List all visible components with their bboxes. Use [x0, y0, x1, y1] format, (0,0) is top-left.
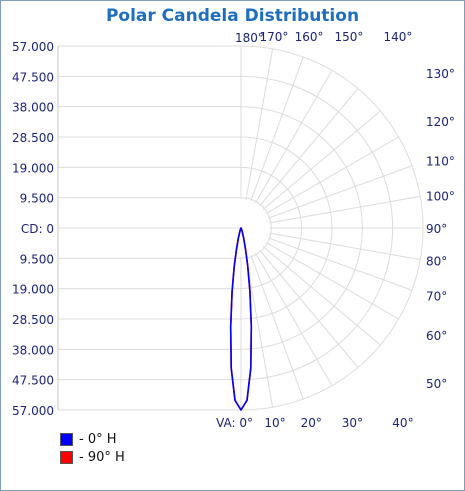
grid-spoke	[250, 254, 304, 400]
cd-tick-label: 47.500	[12, 374, 54, 388]
grid-spoke	[259, 88, 359, 207]
grid-spoke	[269, 195, 421, 224]
candela-curve	[229, 227, 253, 411]
angle-tick-label: 60°	[426, 329, 447, 343]
cd-tick-label: 19.000	[12, 161, 54, 175]
grid-spoke	[245, 48, 274, 200]
angle-tick-label: 80°	[426, 255, 447, 269]
legend: - 0° H - 90° H	[60, 430, 125, 466]
cd-tick-label: 28.500	[12, 313, 54, 327]
angle-tick-label: VA: 0°	[216, 416, 253, 430]
angle-tick-label: 50°	[426, 377, 447, 391]
cd-tick-label: 19.000	[12, 283, 54, 297]
chart-title: Polar Candela Distribution	[105, 6, 360, 26]
angle-tick-label: 110°	[426, 155, 455, 169]
grid-spoke	[259, 249, 359, 368]
legend-label: - 0° H	[79, 431, 117, 447]
legend-item: - 90° H	[60, 448, 125, 466]
legend-swatch	[60, 432, 73, 446]
grid-spoke	[267, 165, 413, 219]
cd-tick-label: CD: 0	[21, 222, 54, 236]
angle-tick-label: 70°	[426, 289, 447, 303]
grid-spoke	[254, 70, 333, 204]
cd-tick-label: 47.500	[12, 70, 54, 84]
angle-tick-label: 170°	[260, 30, 289, 44]
angle-tick-label: 40°	[392, 416, 413, 430]
cd-tick-label: 38.000	[12, 343, 54, 357]
cd-tick-label: 9.500	[20, 252, 54, 266]
angle-tick-label: 90°	[426, 222, 447, 236]
grid-spoke	[254, 252, 333, 386]
legend-label: - 90° H	[79, 449, 125, 465]
grid-spoke	[269, 232, 421, 261]
angle-tick-label: 100°	[426, 189, 455, 203]
grid-spoke	[265, 241, 399, 320]
cd-tick-label: 9.500	[20, 192, 54, 206]
angle-tick-label: 160°	[295, 30, 324, 44]
legend-item: - 0° H	[60, 430, 125, 448]
angle-tick-label: 150°	[335, 30, 364, 44]
grid-spoke	[265, 136, 399, 215]
polar-grid	[57, 45, 424, 411]
legend-swatch	[60, 450, 73, 464]
candela-curves	[229, 227, 253, 411]
cd-tick-label: 57.000	[12, 404, 54, 418]
angle-axis-labels: VA: 0° 10° 20° 30° 40° 50° 60° 70° 80° 90° 100° 110…	[216, 30, 455, 430]
angle-tick-label: 30°	[342, 416, 363, 430]
angle-tick-label: 10°	[264, 416, 285, 430]
angle-tick-label: 20°	[301, 416, 322, 430]
cd-tick-label: 57.000	[12, 40, 54, 54]
angle-tick-label: 140°	[383, 30, 412, 44]
grid-spoke	[267, 237, 413, 291]
grid-spoke	[245, 256, 274, 408]
angle-tick-label: 120°	[426, 115, 455, 129]
angle-tick-label: 130°	[426, 67, 455, 81]
grid-spoke	[250, 56, 304, 202]
angle-tick-label: 180°	[235, 31, 264, 45]
grid-spoke	[262, 110, 381, 210]
cd-tick-label: 28.500	[12, 131, 54, 145]
cd-tick-label: 38.000	[12, 101, 54, 115]
grid-spoke	[262, 246, 381, 346]
